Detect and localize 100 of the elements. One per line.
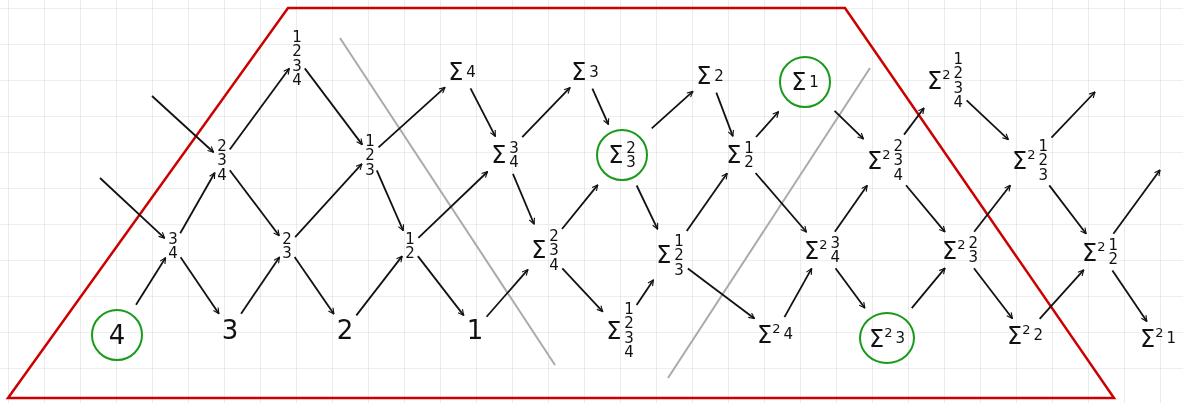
composition-series: 4 (466, 64, 476, 80)
arrow (755, 110, 780, 138)
composition-series: 2 3 4 (549, 228, 559, 272)
composition-series: 1 2 (1108, 237, 1118, 267)
arrow (635, 184, 659, 230)
arrow (833, 109, 865, 140)
suspension-symbol: Σ (448, 60, 464, 84)
composition-series: 1 2 3 (1038, 138, 1048, 182)
composition-series: 3 4 (168, 231, 178, 261)
composition-series: 3 (221, 315, 239, 345)
arrow (521, 86, 571, 139)
circled-vertex (859, 312, 915, 364)
arrow (905, 184, 946, 233)
arrow (783, 267, 813, 319)
arrow (375, 169, 405, 232)
suspension-symbol: Σ$^{2}$ (867, 147, 891, 173)
composition-series: 2 3 (626, 140, 636, 170)
suspension-symbol: Σ (791, 70, 807, 94)
suspension-symbol: Σ (531, 238, 547, 262)
composition-series: 2 (1033, 327, 1043, 343)
suspension-symbol: Σ (608, 143, 624, 167)
arrow (228, 67, 291, 151)
composition-series: 2 (714, 68, 724, 84)
composition-series: 3 4 (509, 140, 519, 170)
arrow (561, 267, 604, 313)
arrow (834, 267, 866, 309)
arrow (417, 170, 489, 239)
composition-series: 1 2 3 4 (953, 51, 963, 109)
arrow (179, 256, 220, 315)
composition-series: 1 2 (405, 231, 415, 261)
suspension-symbol: Σ$^{2}$ (1007, 322, 1031, 348)
arrow (973, 267, 1014, 320)
arrow (591, 87, 610, 126)
composition-series: 1 (466, 315, 484, 345)
arrow (1050, 91, 1096, 139)
arrow (485, 268, 529, 318)
suspension-symbol: Σ$^{2}$ (1140, 325, 1164, 351)
arrow (135, 256, 167, 306)
composition-series: 2 3 4 (217, 138, 227, 182)
suspension-symbol: Σ$^{2}$ (804, 237, 828, 263)
composition-series: 1 2 3 4 (624, 301, 634, 359)
arrow (416, 255, 465, 317)
arrow (686, 267, 756, 320)
arrow (303, 67, 364, 146)
composition-series: 2 3 (968, 235, 978, 265)
composition-series: 4 (108, 320, 126, 350)
suspension-symbol: Σ$^{2}$ (927, 67, 951, 93)
suspension-symbol: Σ (726, 143, 742, 167)
composition-series: 1 2 3 4 (292, 29, 302, 87)
circled-vertex (596, 129, 648, 181)
arrow (635, 279, 655, 306)
arrow (754, 172, 808, 233)
arrow (1111, 269, 1148, 323)
arrow (151, 95, 215, 154)
suspension-symbol: Σ (606, 318, 622, 342)
arrow (512, 172, 536, 225)
arrow (1048, 184, 1088, 235)
arrow (1112, 169, 1161, 235)
suspension-symbol: Σ$^{2}$ (869, 325, 893, 351)
suspension-symbol: Σ (656, 243, 672, 267)
suspension-symbol: Σ$^{2}$ (1012, 147, 1036, 173)
arrow (561, 184, 599, 230)
composition-series: 1 (809, 74, 819, 90)
arrow (377, 86, 446, 149)
arrow (179, 171, 216, 235)
arrow (99, 177, 166, 240)
composition-series: 1 2 3 (365, 133, 375, 177)
arrow (240, 256, 281, 315)
suspension-symbol: Σ$^{2}$ (942, 237, 966, 263)
arrow (650, 90, 694, 130)
arrow (910, 267, 946, 310)
composition-series: 3 4 (830, 235, 840, 265)
arrow (355, 255, 404, 317)
composition-series: 1 (1166, 330, 1176, 346)
composition-series: 2 (336, 315, 354, 345)
suspension-symbol: Σ (571, 60, 587, 84)
composition-series: 4 (783, 326, 793, 342)
arrow (685, 172, 729, 232)
circled-vertex (779, 56, 831, 108)
arrow (715, 91, 734, 137)
arrow (294, 163, 363, 238)
suspension-symbol: Σ$^{2}$ (757, 321, 781, 347)
arrow (228, 169, 281, 237)
composition-series: 3 (895, 330, 905, 346)
composition-series: 2 3 4 (893, 138, 903, 182)
arrow (469, 87, 497, 138)
arrow (965, 99, 1010, 141)
composition-series: 1 2 3 (674, 233, 684, 277)
suspension-symbol: Σ (491, 143, 507, 167)
suspension-symbol: Σ (696, 64, 712, 88)
arrow (1038, 269, 1085, 320)
arrow (293, 256, 335, 315)
circled-vertex (91, 309, 143, 361)
composition-series: 2 3 (282, 231, 292, 261)
arrow (973, 184, 1012, 233)
arrow (903, 107, 925, 136)
composition-series: 1 2 (744, 140, 754, 170)
suspension-symbol: Σ$^{2}$ (1082, 239, 1106, 265)
composition-series: 3 (589, 64, 599, 80)
arrow (833, 184, 869, 233)
